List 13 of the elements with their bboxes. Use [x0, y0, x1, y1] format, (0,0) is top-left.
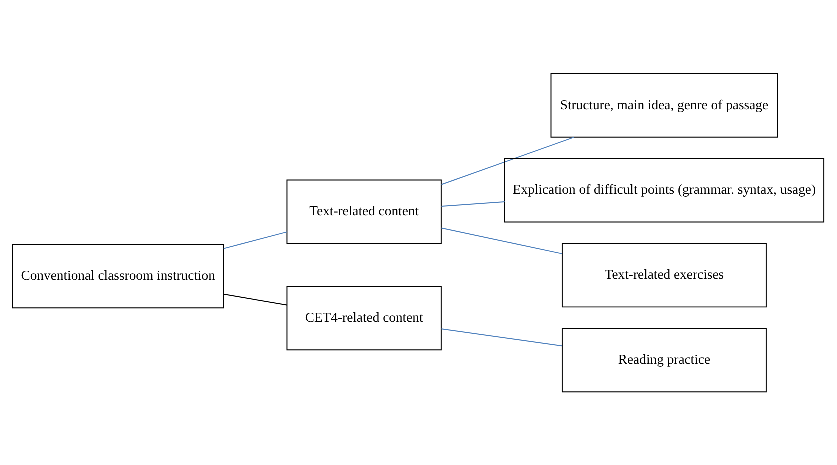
connector — [223, 231, 288, 249]
connector — [441, 200, 506, 206]
node-box: Text-related content — [286, 179, 442, 244]
node-box: Structure, main idea, genre of passage — [550, 72, 778, 138]
node-box: Explication of difficult points (grammar. syntax, usage) — [504, 158, 825, 222]
node-box: Text-related exercises — [562, 242, 767, 308]
node-box: CET4-related content — [286, 286, 442, 350]
connector — [223, 293, 288, 306]
connector — [441, 328, 563, 346]
node-box: Reading practice — [562, 328, 767, 392]
connector — [441, 136, 575, 185]
connector — [441, 227, 563, 254]
node-box: Conventional classroom instruction — [12, 244, 224, 308]
